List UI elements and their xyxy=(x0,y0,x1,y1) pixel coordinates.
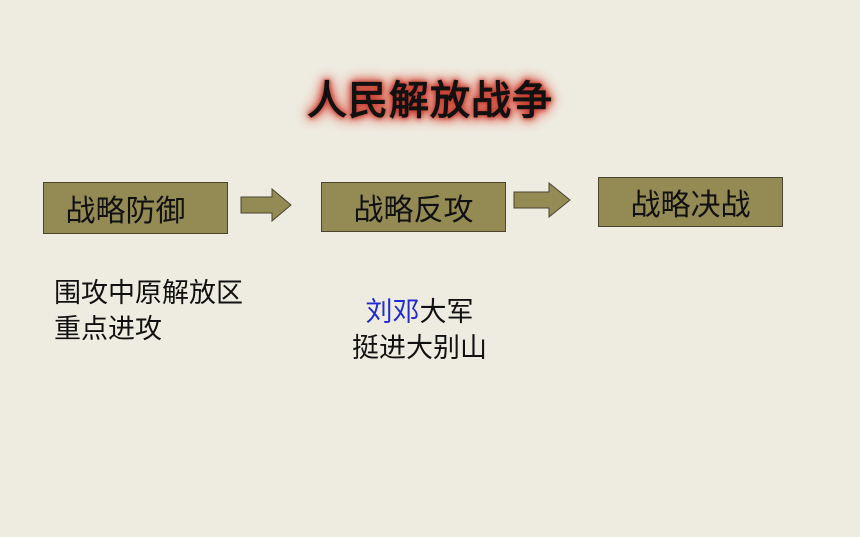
counteroffensive-description-line2: 挺进大别山 xyxy=(352,333,487,364)
defense-description-line2: 重点进攻 xyxy=(54,314,162,345)
stage-strategic-decisive-battle: 战略决战 xyxy=(598,177,783,227)
arrow-right-icon xyxy=(513,182,571,218)
liu-deng-highlight: 刘邓 xyxy=(365,297,420,328)
counteroffensive-description-line1: 刘邓大军 xyxy=(352,295,487,331)
stage-strategic-defense: 战略防御 xyxy=(43,182,228,234)
arrow-right-icon xyxy=(240,188,292,222)
defense-description: 围攻中原解放区 重点进攻 xyxy=(54,276,243,348)
counteroffensive-description: 刘邓大军 挺进大别山 xyxy=(352,295,487,367)
page-title: 人民解放战争 xyxy=(307,78,553,124)
defense-description-line1: 围攻中原解放区 xyxy=(54,278,243,309)
army-label: 大军 xyxy=(419,297,474,328)
stage-strategic-counteroffensive: 战略反攻 xyxy=(321,182,506,232)
